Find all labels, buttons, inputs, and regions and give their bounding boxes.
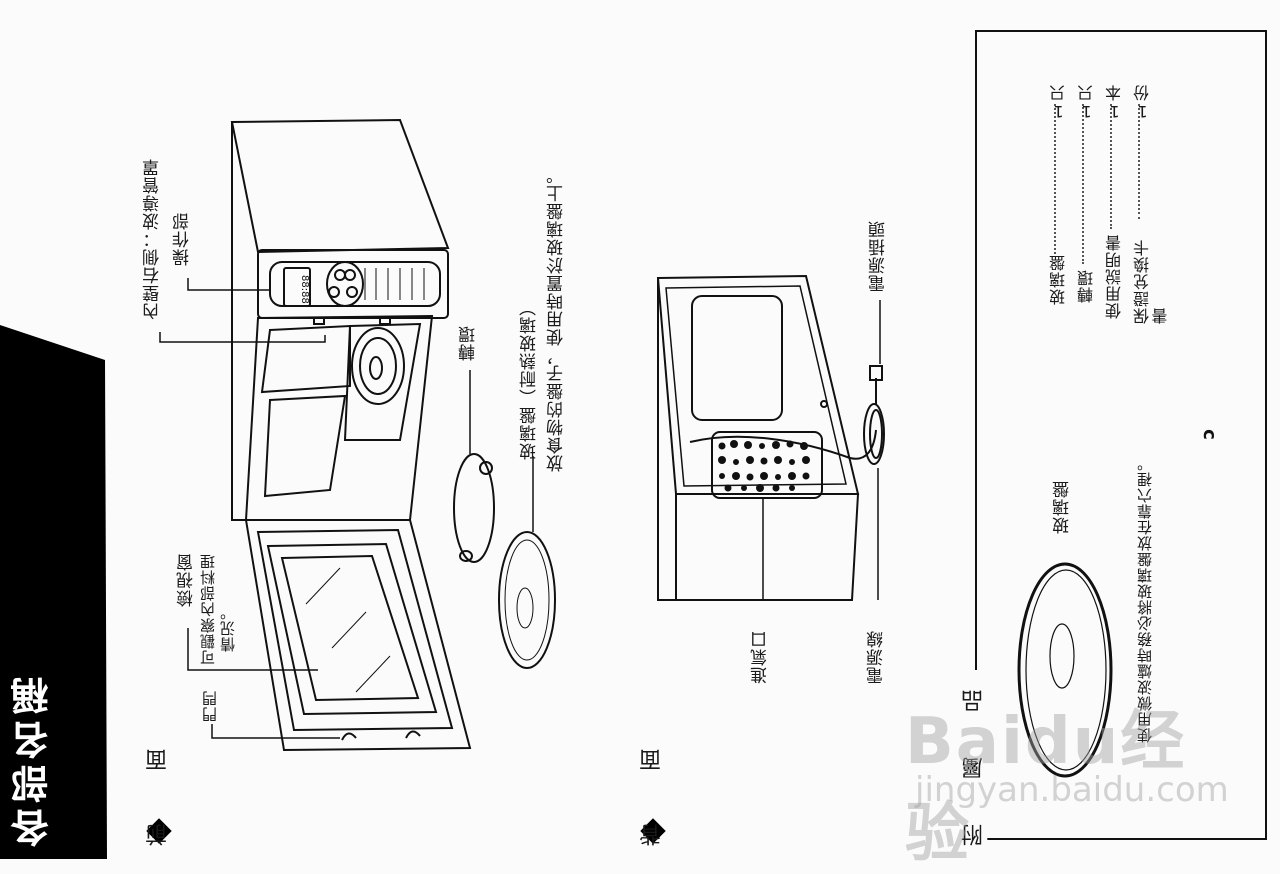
power-cord-coil — [863, 403, 885, 465]
leader-viewing-window — [187, 628, 318, 671]
display-readout: 88:88 — [299, 275, 310, 304]
accessory-name: 轉環 — [1077, 269, 1096, 303]
label-viewing-window: 檢視窗 — [177, 553, 197, 607]
back-vent-panel — [691, 295, 783, 421]
page-number: c — [1198, 429, 1220, 440]
accessories-heading: 附 屬 品 — [962, 680, 988, 846]
label-glass-tray: 玻璃盤（耐熱玻璃） — [520, 298, 540, 460]
air-intake-grille — [711, 431, 823, 499]
glass-tray-illustration — [1017, 562, 1113, 778]
front-view-diagram: 88:88 — [159, 118, 556, 752]
accessory-qty: 1本 — [1105, 84, 1124, 121]
cavity-floor-panel — [263, 394, 347, 498]
air-intake-holes — [718, 440, 810, 492]
back-view-diagram — [656, 274, 885, 601]
accessory-qty: 1只 — [1049, 84, 1068, 121]
accessory-name: 使用說明書 — [1105, 234, 1124, 319]
section-title: 各部名稱 — [11, 671, 55, 847]
viewing-window — [280, 554, 420, 702]
leader-dots — [1110, 104, 1112, 229]
label-waveguide-cover: 內壁右側：波導管罩 — [143, 158, 163, 320]
door — [244, 519, 472, 752]
control-panel-face — [269, 261, 441, 307]
button-start — [346, 286, 358, 298]
section-banner — [0, 325, 107, 859]
label-power-plug: 電源插頭 — [869, 220, 889, 292]
accessory-illustration-label: 玻璃盤 — [1053, 480, 1073, 534]
leader-waveguide — [159, 332, 326, 343]
turntable-ring — [453, 453, 495, 563]
door-latch-hook — [405, 730, 421, 739]
button-10b — [344, 269, 356, 281]
control-panel — [257, 249, 449, 319]
leader-dots — [1054, 104, 1056, 254]
microwave-top-panel — [230, 118, 450, 254]
label-control-panel: 操作部 — [173, 212, 193, 266]
accessory-qty: 1只 — [1077, 84, 1096, 121]
label-viewing-window-note-2: 情況。 — [219, 604, 237, 652]
display-window — [283, 267, 311, 307]
back-heading: 背 面 — [640, 735, 665, 846]
accessories-list: 玻璃盤 1只 轉環 1只 使用說明書 1本 保證兌換卡書 1份 — [1049, 84, 1171, 324]
accessory-qty: 1份 — [1133, 84, 1152, 121]
button-10 — [334, 269, 346, 281]
accessory-name: 保證兌換卡書 — [1133, 239, 1171, 324]
accessories-box-border — [975, 30, 977, 670]
dial-cluster — [326, 261, 364, 307]
label-glass-tray-note: 放食物的盤子，使用時置於玻璃盤上。 — [547, 166, 567, 472]
leader-door-latch — [211, 724, 340, 739]
accessories-note: 使用微波爐時務必將玻璃盤放在靠穴裡。 — [1136, 455, 1154, 743]
label-door-latch: 門閂 — [201, 690, 219, 722]
label-viewing-window-note-1: 可觀察內部料理 — [199, 553, 217, 665]
leader-dots — [1138, 104, 1140, 219]
waveguide-cover — [351, 327, 405, 405]
leader-control-panel — [187, 278, 270, 291]
back-panel — [656, 274, 860, 495]
leader-dots — [1082, 104, 1084, 264]
door-latch-hook — [341, 732, 357, 741]
button-1 — [328, 286, 340, 298]
glass-tray — [498, 531, 556, 669]
power-plug — [869, 365, 883, 381]
label-air-intake: 進氣口 — [751, 630, 771, 684]
label-power-cord: 電源線 — [867, 630, 887, 684]
accessories-box — [975, 30, 1267, 840]
label-turntable-ring: 轉環 — [459, 325, 479, 361]
accessory-name: 玻璃盤 — [1049, 254, 1068, 305]
